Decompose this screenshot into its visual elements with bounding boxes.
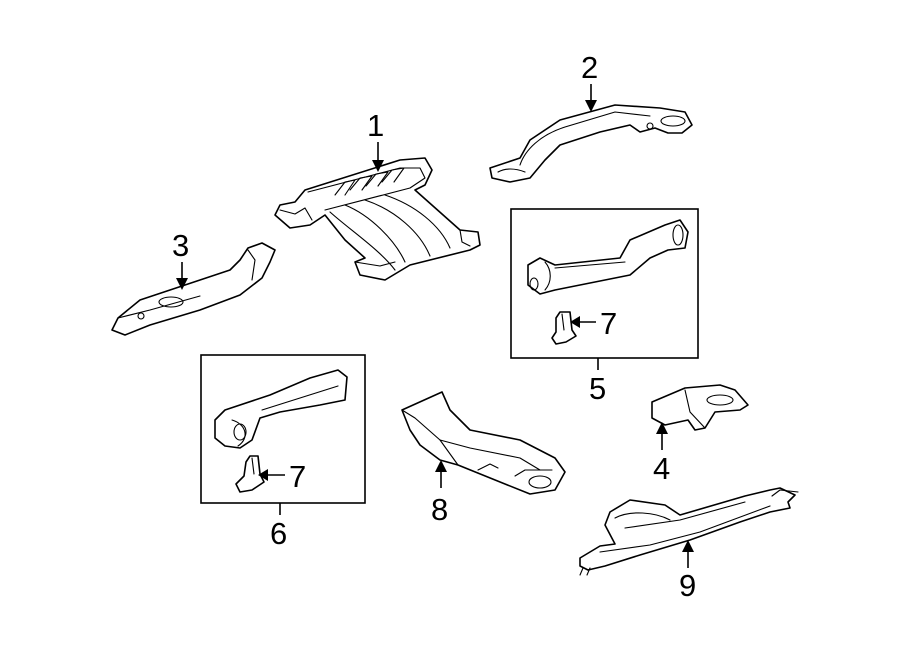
callout-6: 6	[270, 503, 287, 551]
callout-7-box-6-label: 7	[289, 459, 306, 494]
callout-8-label: 8	[431, 492, 448, 527]
clip-7-box-6	[235, 455, 265, 493]
part-1-center-duct	[274, 157, 481, 281]
callout-6-label: 6	[270, 516, 287, 551]
callout-3-label: 3	[172, 228, 189, 263]
clip-7-box-5	[551, 311, 577, 345]
part-2-upper-duct	[489, 104, 693, 183]
part-4-small-duct	[651, 384, 749, 431]
callout-1-label: 1	[367, 108, 384, 143]
callout-8: 8	[431, 460, 448, 527]
callout-4: 4	[653, 422, 670, 486]
callout-2: 2	[581, 50, 598, 112]
callout-box-5: 7	[510, 208, 699, 359]
callout-9: 9	[679, 540, 696, 603]
callout-5-label: 5	[589, 371, 606, 406]
callout-9-label: 9	[679, 568, 696, 603]
callout-2-label: 2	[581, 50, 598, 85]
part-3-left-duct	[111, 242, 276, 336]
part-8-lower-duct	[401, 391, 566, 495]
callout-5: 5	[589, 358, 606, 406]
callout-1: 1	[367, 108, 384, 172]
callout-4-label: 4	[653, 451, 670, 486]
callout-box-6: 7	[200, 354, 366, 504]
callout-3: 3	[172, 228, 189, 290]
callout-7-box-5-label: 7	[600, 306, 617, 341]
part-9-long-duct	[579, 487, 799, 576]
